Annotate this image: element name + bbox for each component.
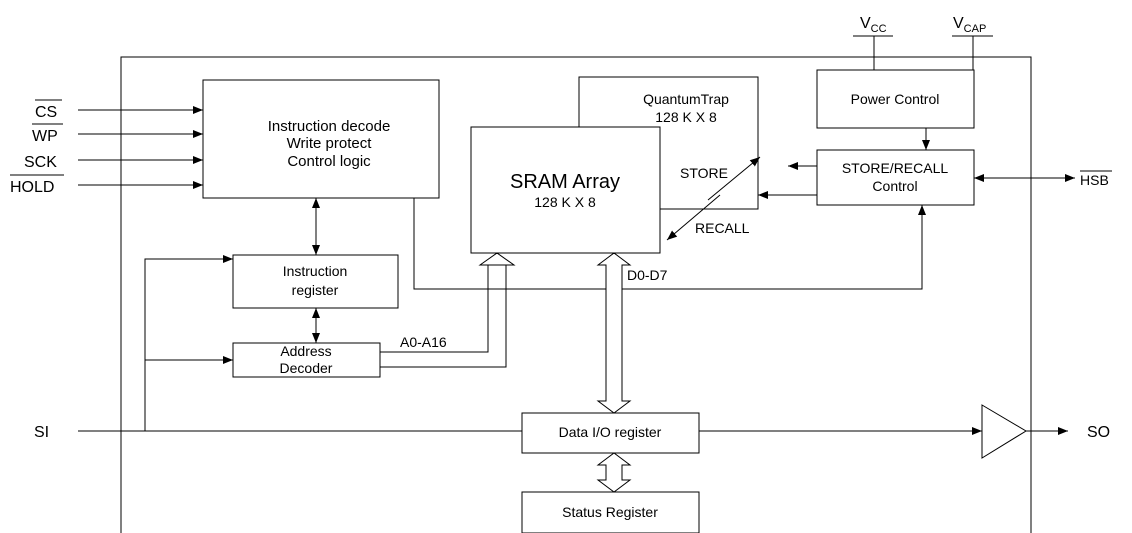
wp-pin-label: WP [32, 128, 58, 145]
cs-pin-label: CS [35, 104, 57, 121]
power-control-label: Power Control [851, 91, 940, 107]
sram-array-block [470, 126, 661, 254]
vcap-pin-label: VCAP [953, 15, 986, 35]
data-bus-label: D0-D7 [627, 267, 668, 283]
store-recall-control-line2: Control [872, 178, 917, 194]
address-bus-right [380, 265, 507, 368]
so-pin-label: SO [1087, 424, 1110, 441]
data-io-register-block [521, 412, 700, 454]
data-io-register-label: Data I/O register [559, 424, 662, 440]
instruction-register-line2: register [292, 282, 339, 298]
recall-signal-label: RECALL [695, 220, 750, 236]
power-control-block [816, 69, 975, 129]
sram-array-label: SRAM Array [510, 171, 620, 193]
hold-pin-label: HOLD [10, 179, 54, 196]
store-recall-control-line1: STORE/RECALL [842, 160, 949, 176]
address-bus-head [478, 252, 516, 266]
store-arrow [707, 156, 761, 201]
instruction-decode-line2: Write protect [287, 135, 373, 152]
output-buffer-triangle [981, 404, 1027, 459]
quantumtrap-size: 128 K X 8 [655, 109, 717, 125]
status-register-block [521, 491, 700, 533]
store-signal-label: STORE [680, 165, 728, 181]
instruction-decode-block [202, 79, 440, 199]
status-register-label: Status Register [562, 504, 658, 520]
si-to-instruction-register [144, 255, 233, 431]
vcc-pin-label: VCC [860, 15, 887, 35]
status-bus-arrow [596, 452, 632, 493]
chip-outline [120, 56, 1032, 533]
address-decoder-line1: Address [280, 343, 331, 359]
control-to-store-recall-line [413, 198, 926, 290]
instruction-register-block [232, 254, 399, 309]
instruction-decode-line1: Instruction decode [268, 118, 391, 135]
data-bus-arrow [596, 252, 632, 414]
sram-array-size: 128 K X 8 [534, 194, 596, 210]
address-bus-left [380, 265, 489, 353]
address-decoder-line2: Decoder [280, 360, 333, 376]
quantumtrap-label: QuantumTrap [643, 91, 729, 107]
hsb-pin-label: HSB [1080, 172, 1109, 188]
instruction-register-line1: Instruction [283, 263, 348, 279]
instruction-decode-line3: Control logic [287, 153, 371, 170]
address-bus-label: A0-A16 [400, 334, 447, 350]
recall-arrow [666, 194, 721, 241]
si-pin-label: SI [34, 424, 49, 441]
sck-pin-label: SCK [24, 154, 57, 171]
